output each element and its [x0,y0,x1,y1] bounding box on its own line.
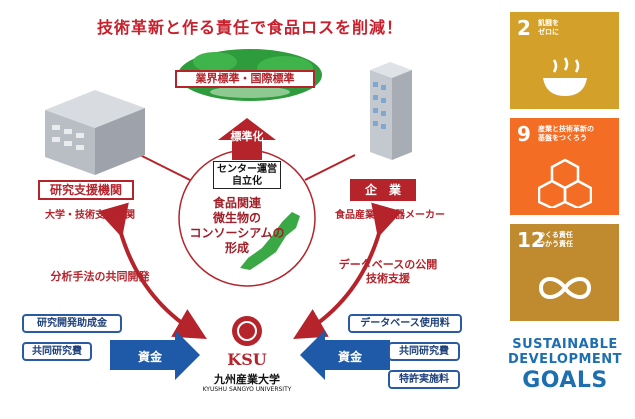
sdg-footer-line-3: GOALS [522,368,608,393]
standardization-label: 標準化 [230,130,264,143]
japan-map-icon [240,212,300,270]
left-link-label: 分析手法の共同開発 [50,270,150,283]
cubes-icon [538,158,592,208]
research-building-icon [45,90,145,175]
consortium-label: 食品関連 微生物の コンソーシアムの 形成 [189,196,285,255]
link-line-right [304,154,356,181]
sdg-tile-9: 9 産業と技術革新の 基盤をつくろう [510,118,619,215]
sdg-num: 12 [517,228,545,252]
fund-box-joint-research-right: 共同研究費 [388,342,460,361]
right-link-label: データベースの公開 技術支援 [338,258,438,285]
right-money-arrow [300,330,390,380]
sdg-tile-12: 12 つくる責任 つかう責任 [510,224,619,321]
ksu-crest-icon [232,316,262,346]
right-money-label: 資金 [337,350,362,364]
research-org-subtitle: 大学・技術支援機関 [45,210,135,221]
diagram-connectors [45,49,412,380]
standard-label: 業界標準・国際標準 [175,70,315,88]
right-curved-arrow [293,202,402,340]
left-money-arrow [110,330,200,380]
ksu-logo-text: KSU [227,350,267,369]
page-title: 技術革新と作る責任で食品ロスを削減！ [96,18,403,37]
fund-box-patent-fee: 特許実施料 [388,370,460,389]
sdg-num: 2 [517,16,531,40]
standardization-arrow [218,118,276,160]
company-subtitle: 食品産業・機器メーカー [335,210,445,221]
link-line-left [139,154,191,181]
company-building-icon [370,62,412,160]
fund-box-database-fee: データベース使用料 [348,314,462,333]
sdg-label: つくる責任 つかう責任 [538,231,573,248]
left-curved-arrow [98,202,207,340]
center-operation-box: センター運営 自立化 [213,161,281,189]
fund-box-joint-research: 共同研究費 [22,342,92,361]
bowl-icon [543,57,587,96]
company-title: 企 業 [350,179,416,201]
sdg-label: 産業と技術革新の 基盤をつくろう [538,125,594,142]
university-name-en: KYUSHU SANGYO UNIVERSITY [202,386,292,393]
left-money-label: 資金 [137,350,162,364]
research-org-title: 研究支援機関 [38,180,134,200]
infinity-icon [538,277,592,299]
fund-box-grant: 研究開発助成金 [22,314,122,333]
sdg-footer-line-2: DEVELOPMENT [507,352,623,367]
sdg-tile-2: 2 飢餓を ゼロに [510,12,619,109]
sdg-footer-line-1: SUSTAINABLE [512,337,618,352]
sdg-num: 9 [517,122,531,146]
sdg-label: 飢餓を ゼロに [538,19,559,36]
university-name: 九州産業大学 [214,373,280,386]
